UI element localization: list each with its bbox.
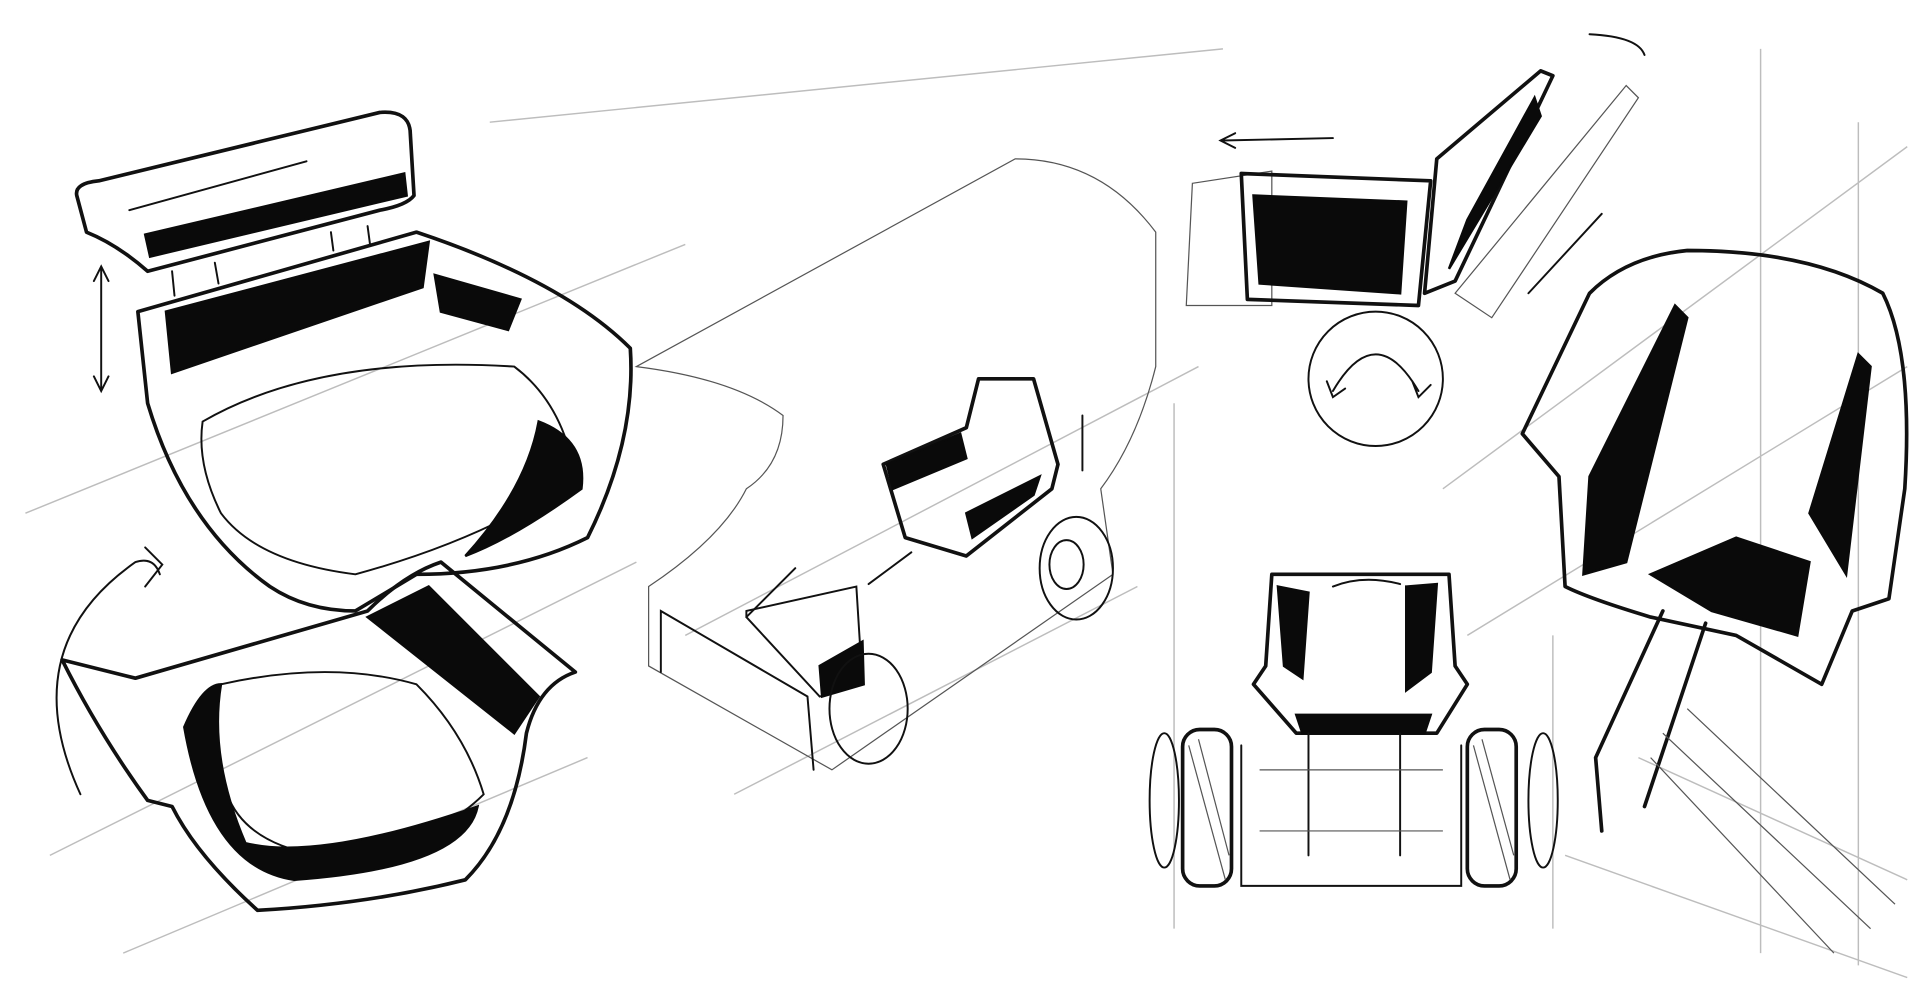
seat-with-headrest <box>74 110 633 613</box>
wheelchair-front-view <box>1148 572 1559 888</box>
flipped-seat-shell <box>55 546 578 913</box>
vehicle-body <box>634 158 1157 771</box>
folding-seat-with-wheel <box>1185 33 1646 447</box>
seat-perspective-view <box>1520 248 1909 954</box>
